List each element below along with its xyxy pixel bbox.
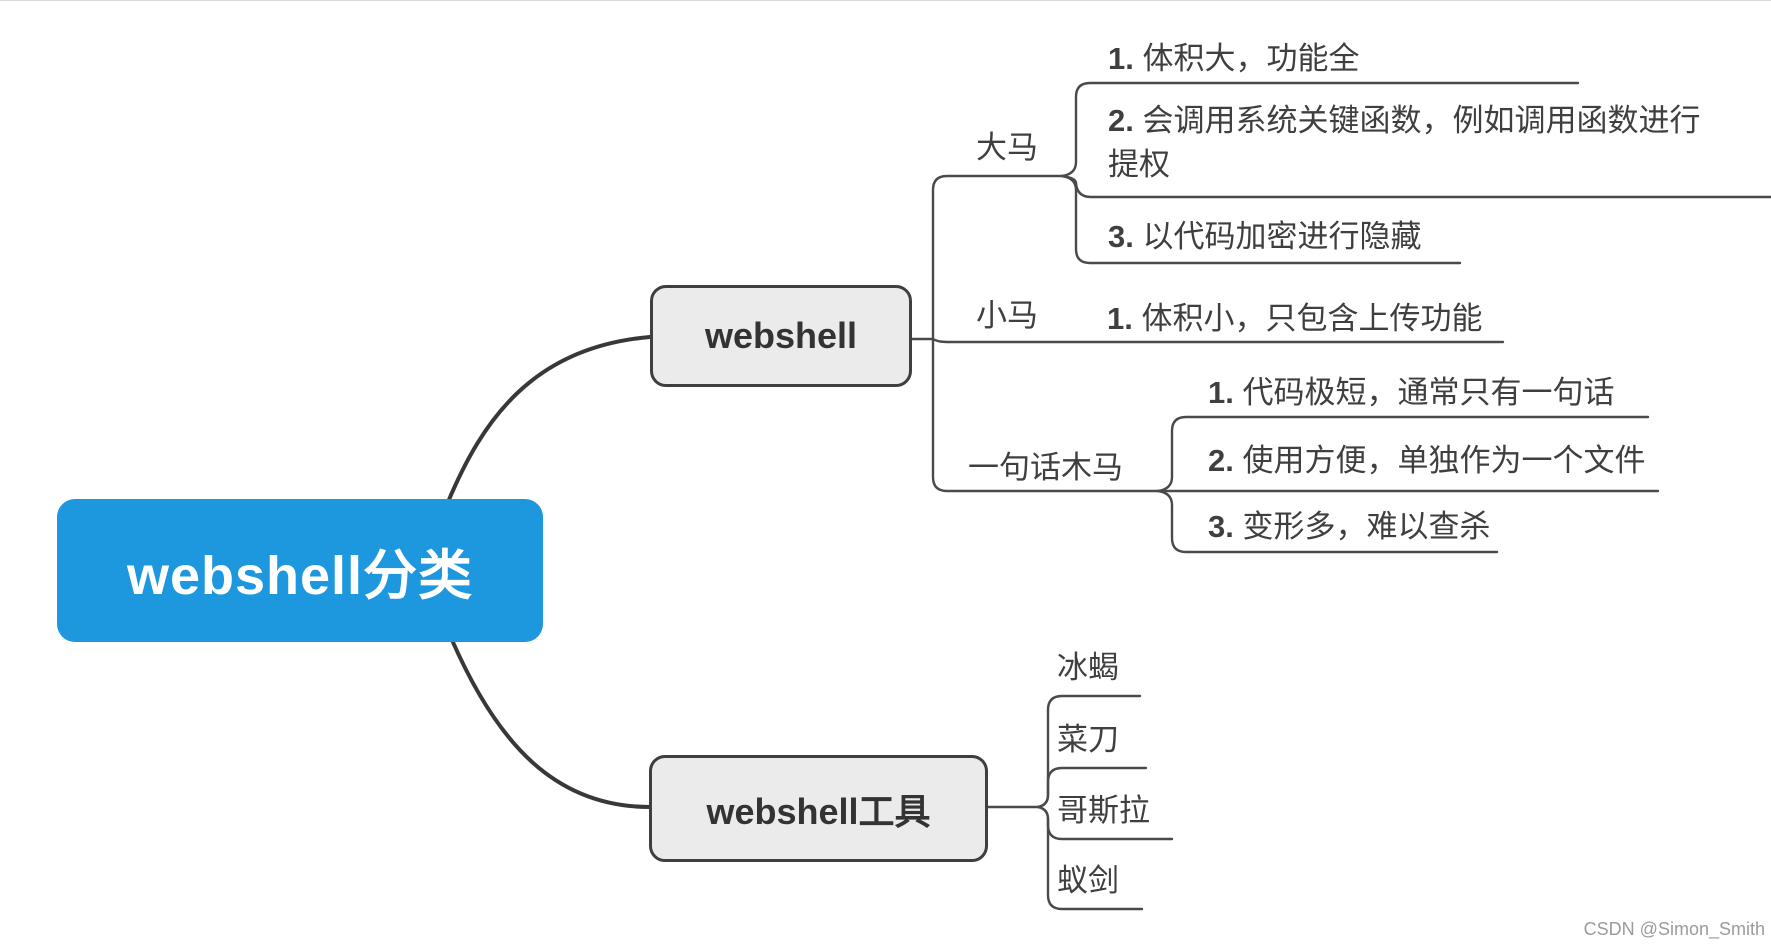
branch-node-webshell-label: webshell [704, 315, 858, 356]
detail-yijuhua-3[interactable]: 3. 变形多，难以查杀 [1208, 505, 1490, 549]
edge-yijuhua-item3 [1156, 489, 1499, 554]
item-number: 3. [1108, 219, 1134, 254]
item-text: 变形多，难以查杀 [1242, 509, 1491, 544]
item-number: 2. [1208, 443, 1234, 478]
item-text: 以代码加密进行隐藏 [1142, 219, 1422, 254]
edge-to-dama [931, 174, 1064, 341]
root-node[interactable]: webshell分类 [57, 499, 543, 642]
edge-root-to-webshell [446, 335, 652, 504]
item-text: 代码极短，通常只有一句话 [1242, 375, 1615, 410]
detail-dama-2[interactable]: 2. 会调用系统关键函数，例如调用函数进行提权 [1108, 99, 1720, 187]
detail-xiaoma-1[interactable]: 1. 体积小，只包含上传功能 [1107, 297, 1482, 341]
branch-node-webshell-tools[interactable]: webshell工具 [649, 755, 988, 862]
csdn-watermark: CSDN @Simon_Smith [1583, 919, 1765, 939]
branch-node-webshell-tools-label: webshell工具 [706, 790, 931, 832]
edge-dama-item1 [1060, 81, 1580, 178]
tool-bingxie[interactable]: 冰蝎 [1057, 650, 1119, 685]
item-text: 体积小，只包含上传功能 [1141, 301, 1483, 336]
item-number: 2. [1108, 103, 1134, 138]
tool-caidao[interactable]: 菜刀 [1057, 722, 1119, 757]
edge-to-caidao [1036, 766, 1148, 809]
subtopic-yijuhua[interactable]: 一句话木马 [968, 450, 1123, 485]
tool-yijian[interactable]: 蚁剑 [1057, 863, 1119, 898]
item-text: 体积大，功能全 [1142, 41, 1360, 76]
subtopic-dama[interactable]: 大马 [976, 130, 1038, 165]
edge-to-yijian [1036, 805, 1144, 911]
item-number: 1. [1108, 41, 1134, 76]
item-text: 会调用系统关键函数，例如调用函数进行提权 [1108, 103, 1701, 182]
detail-yijuhua-1[interactable]: 1. 代码极短，通常只有一句话 [1208, 371, 1614, 415]
item-number: 1. [1107, 301, 1133, 336]
tool-gesila[interactable]: 哥斯拉 [1057, 793, 1150, 828]
subtopic-xiaoma[interactable]: 小马 [976, 298, 1038, 333]
edge-root-to-tools [450, 638, 652, 809]
detail-yijuhua-2[interactable]: 2. 使用方便，单独作为一个文件 [1208, 439, 1645, 483]
detail-dama-3[interactable]: 3. 以代码加密进行隐藏 [1108, 215, 1421, 259]
branch-node-webshell[interactable]: webshell [650, 285, 912, 387]
edge-to-yijuhua [931, 337, 1660, 493]
edge-dama-item3 [1060, 174, 1462, 265]
root-node-label: webshell分类 [126, 546, 474, 606]
item-number: 1. [1208, 375, 1234, 410]
detail-dama-1[interactable]: 1. 体积大，功能全 [1108, 37, 1359, 81]
edge-yijuhua-item1 [1156, 415, 1650, 493]
item-number: 3. [1208, 509, 1234, 544]
edge-to-xiaoma [931, 337, 1505, 344]
item-text: 使用方便，单独作为一个文件 [1242, 443, 1646, 478]
